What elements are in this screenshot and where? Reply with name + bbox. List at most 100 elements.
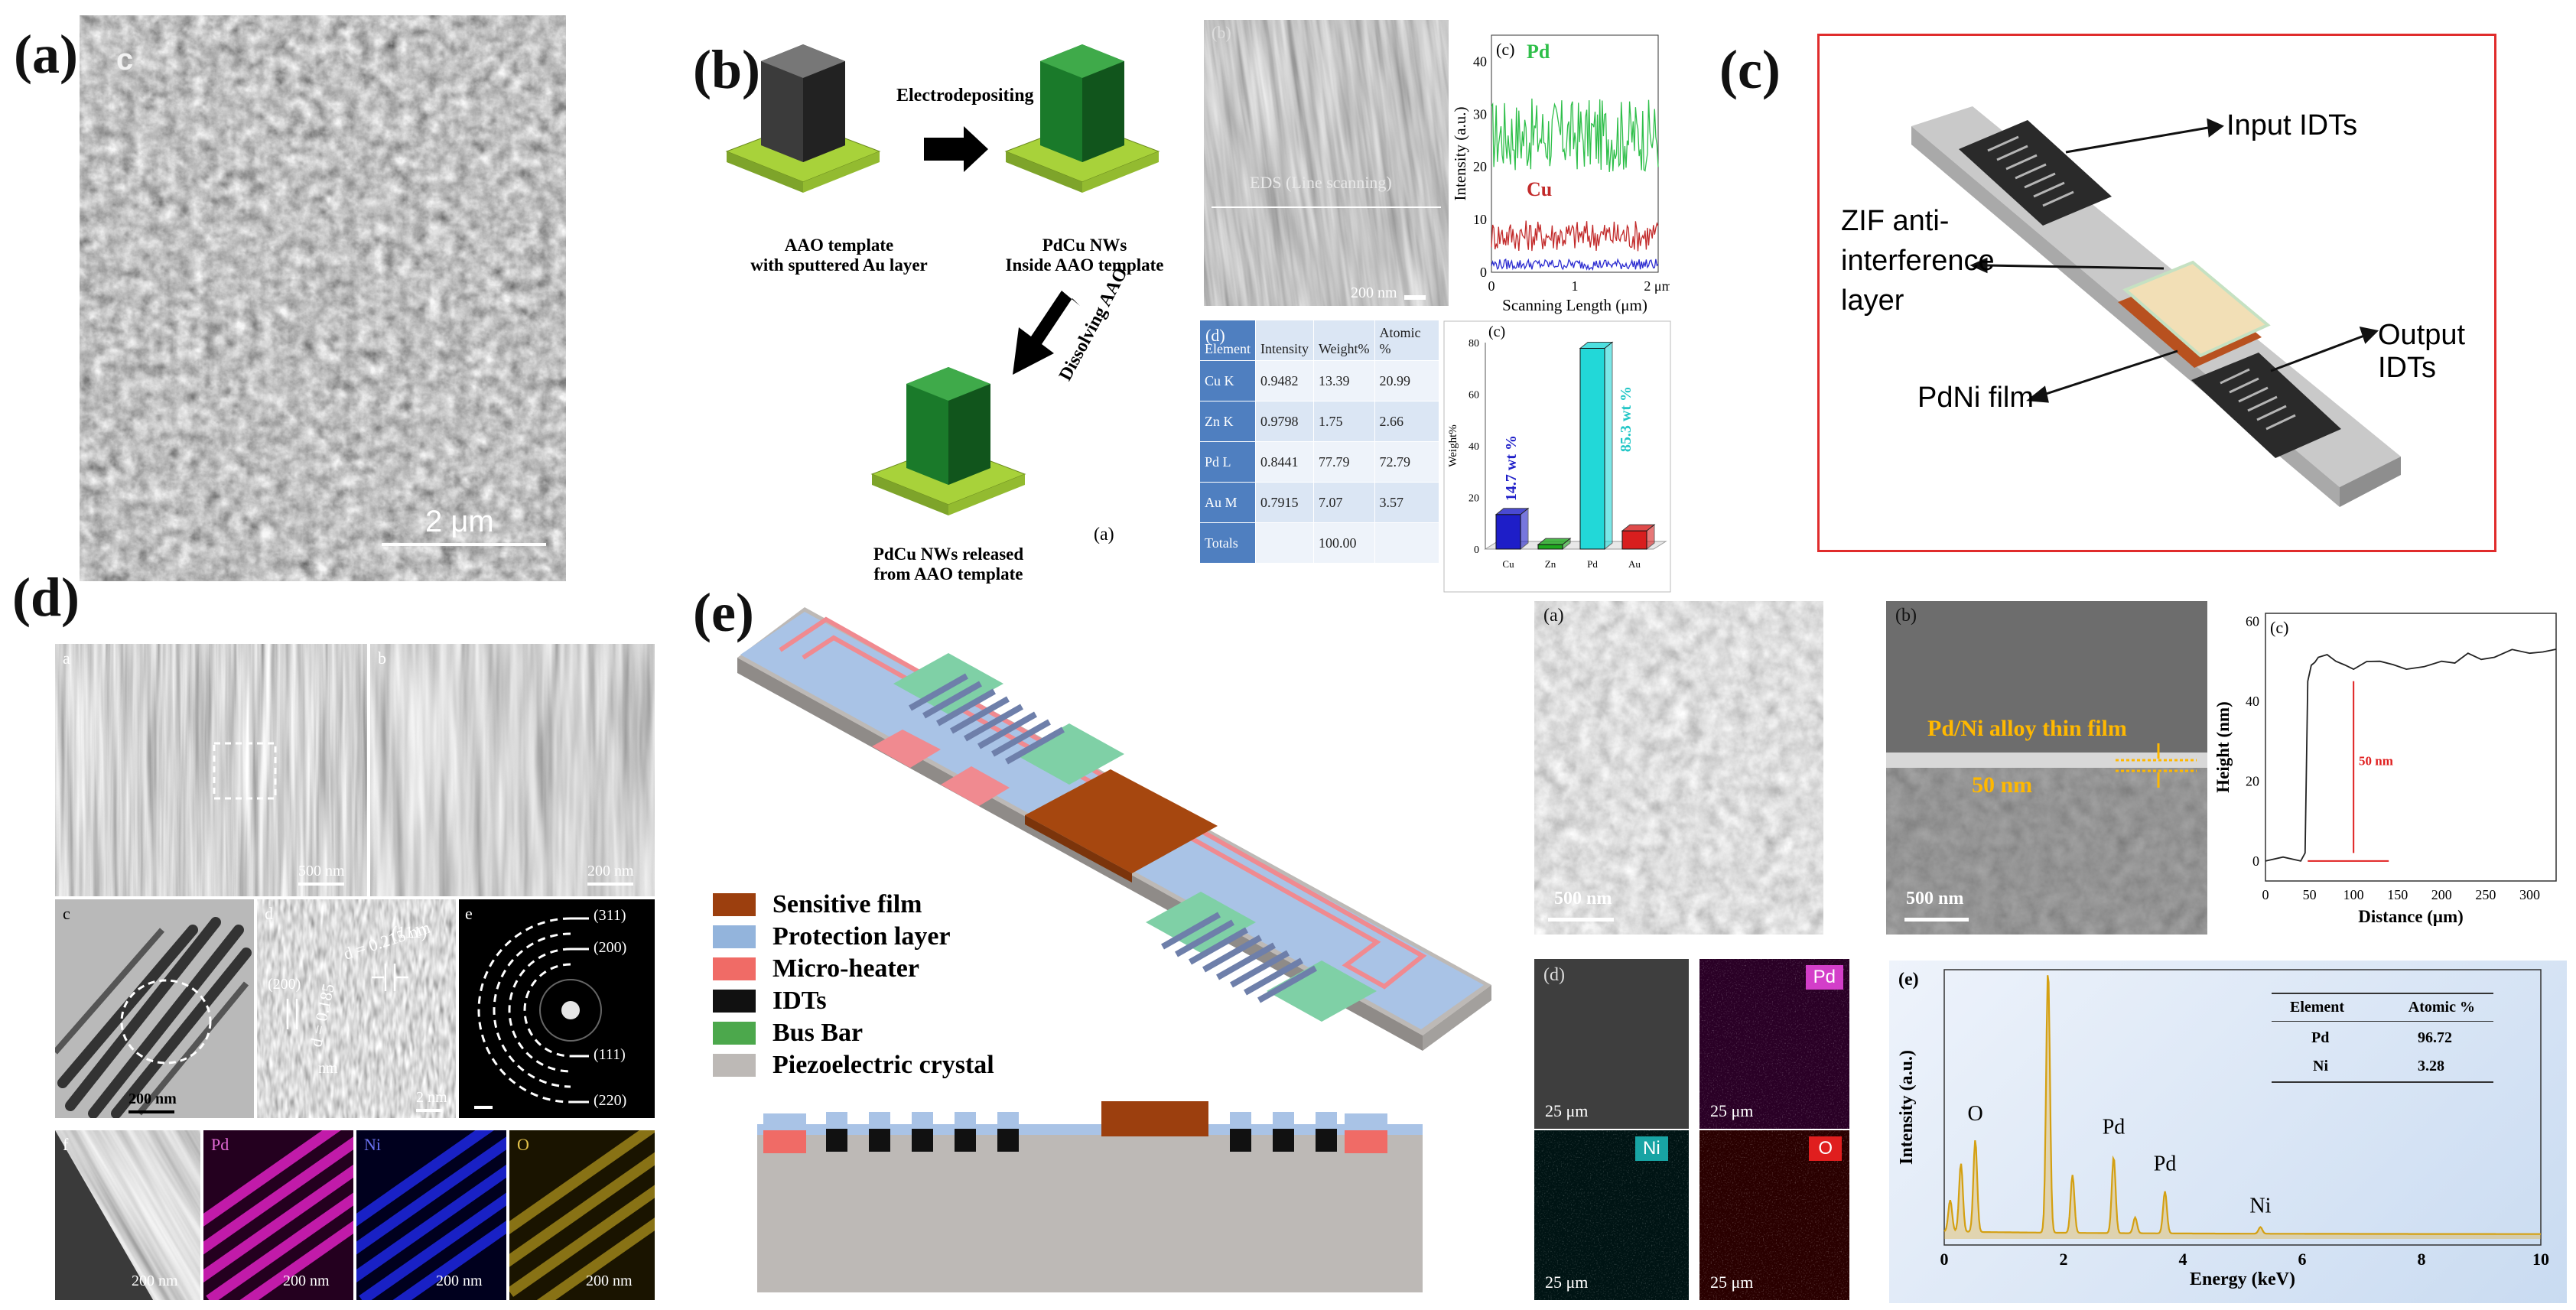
spec-table: Element Atomic % Pd 96.72 Ni 3.28 [2272, 993, 2493, 1083]
map-o-tag: O [1809, 1136, 1842, 1161]
spec-th-atomic: Atomic % [2408, 999, 2475, 1016]
d-a-label: a [63, 648, 70, 668]
legend-text: Sensitive film [772, 890, 922, 918]
legend-text: IDTs [772, 987, 827, 1015]
table-cell: Pd L [1199, 441, 1256, 483]
x-tick-label: 2 [2060, 1250, 2068, 1269]
panel-c-label: (c) [1719, 39, 1781, 100]
y-tick-label: 60 [1469, 390, 1479, 401]
released-nws-block [870, 367, 1026, 515]
zif-layer [2122, 260, 2271, 358]
y-tick-label: 60 [2246, 613, 2259, 629]
saed-d-e: e (311) (200) (111) (220) [459, 899, 655, 1118]
table-cell: Atomic % [1374, 320, 1440, 361]
chart-sub-label: (c) [2270, 618, 2288, 637]
series-label-Cu: Cu [1527, 178, 1552, 200]
film-b-thickness: 50 nm [1972, 772, 2033, 798]
d-f-scale: 200 nm [132, 1273, 178, 1289]
x-axis-label: Distance (μm) [2358, 907, 2464, 926]
x-tick-label: 1 [1572, 278, 1579, 294]
caption-aao: AAO template with sputtered Au layer [743, 236, 935, 275]
x-tick-label: 250 [2475, 887, 2496, 902]
table-cell: 77.79 [1312, 441, 1375, 483]
hrtem-texture [257, 899, 456, 1118]
map-ni-film-scale: 25 μm [1545, 1273, 1589, 1292]
caption-released-line2: from AAO template [873, 564, 1023, 583]
d-c-label: c [63, 904, 70, 923]
map-pd-scale: 200 nm [283, 1273, 330, 1289]
legend-item: Piezoelectric crystal [713, 1049, 994, 1081]
y-tick-label: 30 [1473, 106, 1487, 122]
peak-label-Pd: Pd [2154, 1152, 2177, 1176]
x-axis-label: Energy (keV) [2190, 1269, 2295, 1289]
ring-220: (220) [594, 1092, 627, 1109]
bar-side-Zn [1562, 538, 1571, 551]
x-tick-label: 0 [2262, 887, 2269, 902]
film-b-text: Pd/Ni alloy thin film [1927, 716, 2127, 741]
map-ni-label: Ni [364, 1135, 381, 1154]
legend-text: Piezoelectric crystal [772, 1051, 994, 1079]
caption-pdcu-line1: PdCu NWs [1042, 236, 1127, 255]
saed-rings [459, 899, 655, 1118]
film-b-label: (b) [1895, 606, 1917, 626]
thickness-annotation: 50 nm [2359, 754, 2393, 769]
hr-200: (200) [268, 976, 301, 993]
bar-side-Pd [1604, 341, 1613, 551]
table-cell: 20.99 [1374, 360, 1440, 401]
map-d-label: (d) [1543, 965, 1565, 985]
corner-letter: c [116, 43, 134, 76]
table-cell: 100.00 [1312, 522, 1375, 564]
bar-Pd [1579, 347, 1605, 550]
caption-aao-line1: AAO template [784, 236, 894, 255]
x-tick-label: 8 [2418, 1250, 2426, 1269]
legend-swatch [713, 893, 756, 916]
table-cell: Element [1199, 320, 1256, 361]
pdni-label: PdNi film [1917, 382, 2034, 414]
sem-scale-label: 200 nm [1351, 284, 1397, 301]
step1-label: Electrodepositing [896, 86, 1034, 106]
peak-label-Ni: Ni [2249, 1195, 2271, 1218]
y-tick-label: 0 [1480, 265, 1487, 280]
bar-Cu [1495, 514, 1521, 550]
map-ni-texture [356, 1130, 506, 1300]
table-cell: Weight% [1312, 320, 1375, 361]
map-ni-scale: 200 nm [436, 1273, 483, 1289]
table-cell: 0.8441 [1254, 441, 1314, 483]
legend-item: IDTs [713, 985, 994, 1017]
map-pd-label: Pd [211, 1135, 229, 1154]
bar-side-Au [1646, 524, 1655, 551]
y-axis-label: Intensity (a.u.) [1452, 106, 1469, 200]
table-cell: 0.9482 [1254, 360, 1314, 401]
x-axis-label: Scanning Length (μm) [1502, 296, 1647, 314]
x-tick-label: 0 [1940, 1250, 1949, 1269]
peak-label-Pd: Pd [2103, 1115, 2126, 1139]
x-tick-label: 10 [2532, 1250, 2549, 1269]
table-cell: Intensity [1254, 320, 1314, 361]
sensor-layout [737, 607, 1491, 1292]
spectrum-line [1943, 975, 2541, 1235]
map-sem: (d) 25 μm [1534, 959, 1689, 1129]
table-cell: Cu K [1199, 360, 1256, 401]
spec-row-ni: Ni 3.28 [2272, 1052, 2493, 1083]
panel-d-label: (d) [12, 567, 80, 628]
map-pd-film: Pd 25 μm [1699, 959, 1849, 1129]
y-tick-label: 40 [2246, 694, 2259, 709]
sem-film-crosssection: (b) Pd/Ni alloy thin film 50 nm 500 nm [1886, 601, 2207, 935]
map-pd: Pd 200 nm [203, 1130, 353, 1300]
legend-swatch [713, 1022, 756, 1045]
y-tick-label: 0 [1474, 544, 1479, 556]
panel-b-label: (b) [693, 39, 760, 100]
template-schematic [725, 44, 1160, 515]
scale-bar [382, 543, 546, 546]
d-e-label: e [465, 904, 473, 923]
zif-line2: interference [1841, 245, 1995, 277]
y-tick-label: 40 [1473, 54, 1487, 69]
map-o-film-scale: 25 μm [1710, 1273, 1754, 1292]
